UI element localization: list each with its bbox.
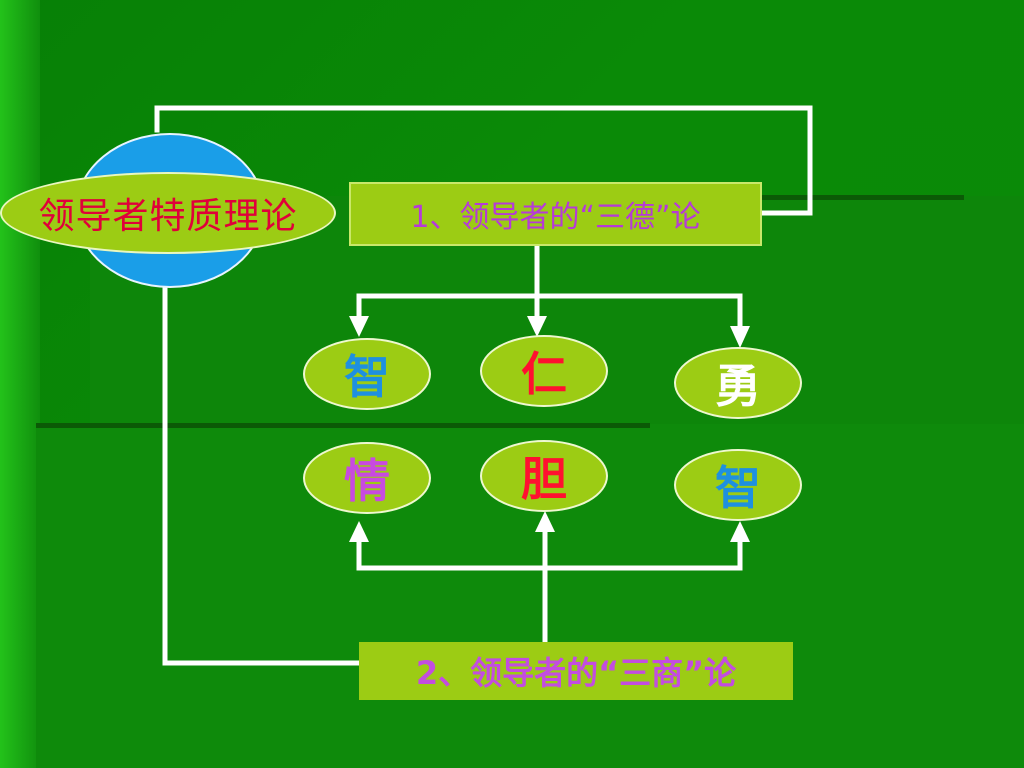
quotient-text: 胆: [521, 452, 567, 506]
quotient-text: 智: [715, 461, 761, 515]
quotient-node-emotion: 情: [303, 442, 431, 514]
arrow-down-right-icon: [730, 326, 750, 348]
arrow-up-right-icon: [730, 521, 750, 542]
left-connector-line: [162, 285, 362, 666]
quotient-node-wisdom: 智: [674, 449, 802, 521]
theory-title-ellipse: 领导者特质理论: [0, 172, 336, 254]
decorative-divider-upper: [760, 195, 964, 200]
three-virtues-box: 1、领导者的“三德”论: [349, 182, 762, 246]
three-quotients-box: 2、领导者的“三商”论: [359, 642, 793, 700]
arrow-up-center-icon: [535, 511, 555, 532]
quotient-node-courage: 胆: [480, 440, 608, 512]
virtue-text: 仁: [521, 347, 567, 401]
three-quotients-label: 2、领导者的“三商”论: [415, 654, 737, 692]
virtue-node-courage: 勇: [674, 347, 802, 419]
arrow-down-center-icon: [527, 316, 547, 337]
virtue-node-wisdom: 智: [303, 338, 431, 410]
top-connector-line: [154, 105, 813, 216]
left-gradient-strip: [0, 0, 40, 768]
three-virtues-label: 1、领导者的“三德”论: [410, 200, 701, 235]
arrow-up-left-icon: [349, 521, 369, 542]
virtue-node-benevolence: 仁: [480, 335, 608, 407]
virtue-text: 勇: [715, 359, 761, 413]
theory-title: 领导者特质理论: [38, 196, 298, 237]
arrow-down-left-icon: [349, 316, 369, 337]
virtue-text: 智: [344, 350, 390, 404]
decorative-divider-lower: [36, 423, 650, 428]
quotient-text: 情: [344, 454, 390, 508]
